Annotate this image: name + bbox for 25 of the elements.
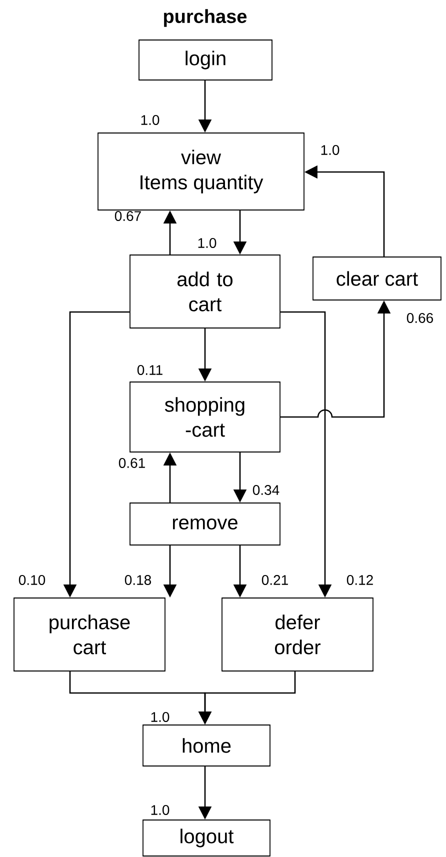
process-box: home	[142, 724, 270, 766]
edge-label: 0.18	[124, 575, 152, 585]
edge-label: 0.11	[137, 365, 162, 375]
edge-label: 0.61	[118, 458, 145, 468]
process-box: shopping -cart	[130, 382, 280, 452]
process-box: view Items quantity	[98, 132, 304, 210]
edge-label: 0.66	[406, 313, 433, 323]
title: purchase	[164, 9, 247, 27]
process-box: purchase cart	[14, 598, 166, 672]
edge-label: 1.0	[141, 115, 160, 125]
process-box: logout	[142, 820, 270, 856]
process-box: clear cart	[312, 256, 442, 300]
edge-label: 1.0	[151, 805, 170, 815]
process-box: login	[138, 40, 272, 80]
edge-label: 0.10	[18, 575, 46, 585]
edge-label: 1.0	[151, 712, 170, 722]
edge-label: 0.34	[252, 485, 280, 495]
edge-label: 1.0	[321, 145, 340, 155]
edge-label: 0.12	[346, 575, 373, 585]
process-box: add to cart	[130, 254, 280, 328]
process-box: remove	[130, 502, 280, 546]
edge-label: 1.0	[198, 238, 216, 248]
edge-label: 0.21	[262, 575, 288, 585]
edge-label: 0.67	[114, 211, 141, 221]
process-box: defer order	[222, 598, 374, 672]
